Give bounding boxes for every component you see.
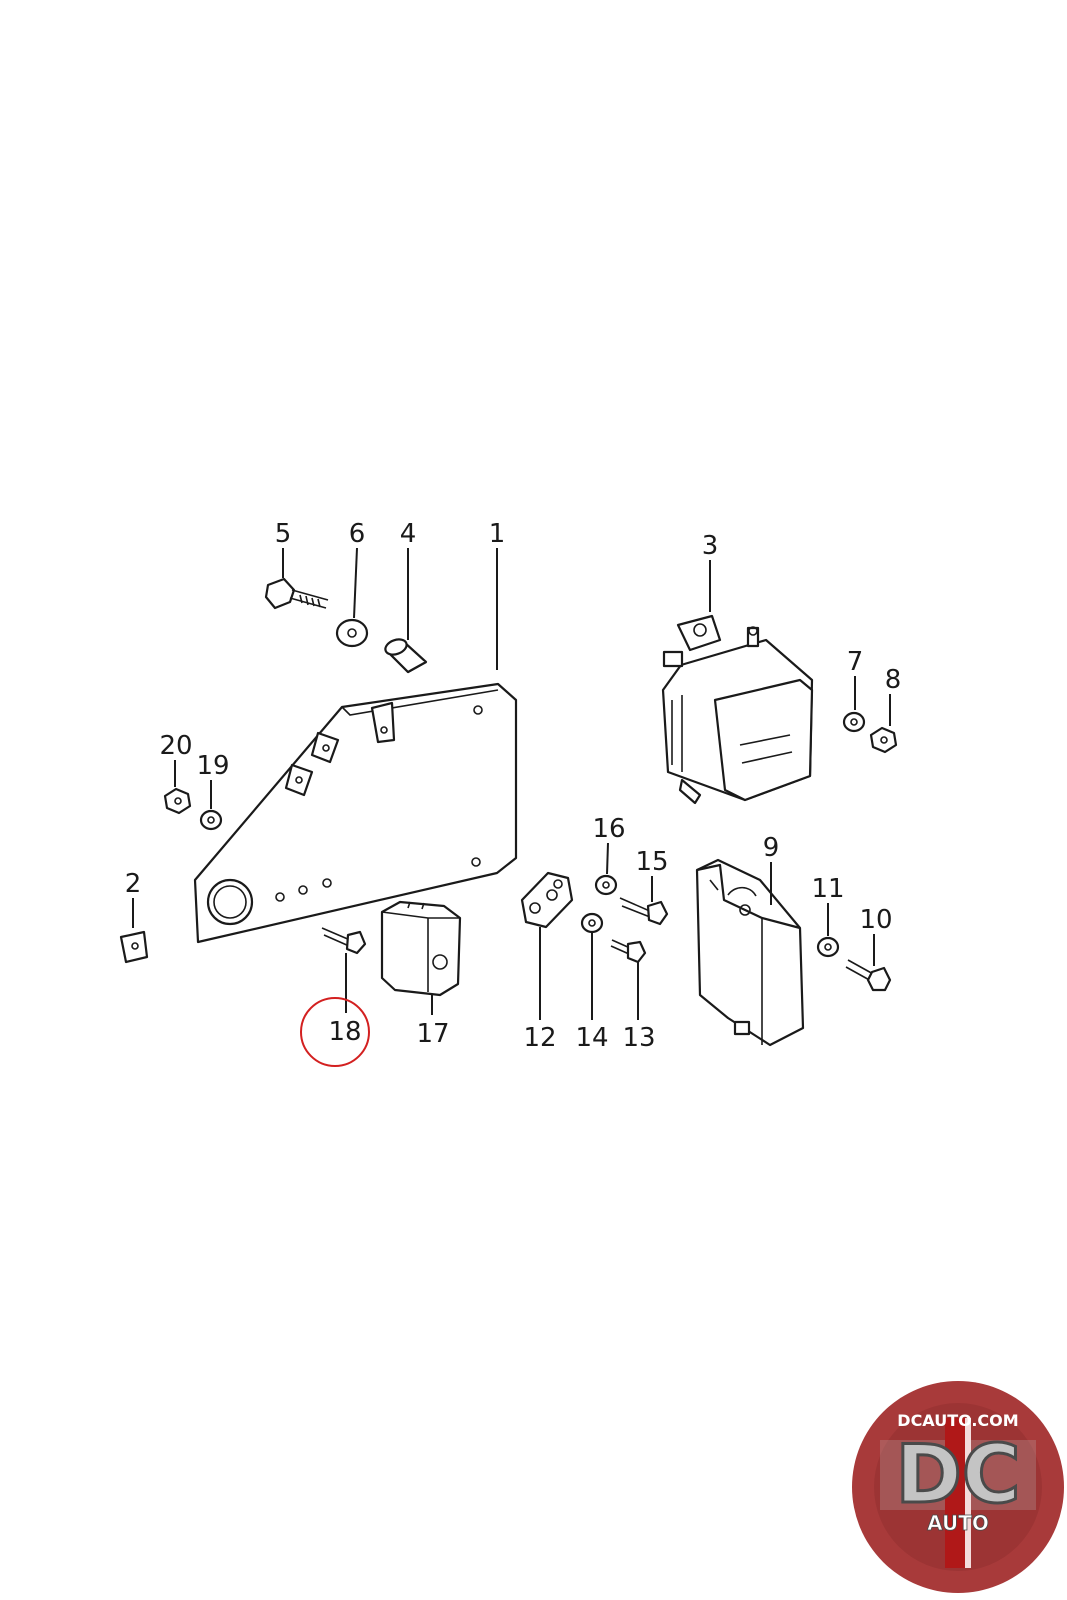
callout-13: 13 xyxy=(622,1023,655,1053)
part-2-clip-nut xyxy=(119,930,149,964)
leader-lines xyxy=(132,547,891,1020)
part-19-washer xyxy=(199,809,223,831)
highlight-circle xyxy=(300,997,370,1067)
callout-5: 5 xyxy=(275,519,292,549)
part-14-washer xyxy=(580,912,604,934)
part-13-screw xyxy=(610,939,647,964)
callout-15: 15 xyxy=(635,847,668,877)
part-3-regulator xyxy=(661,614,814,805)
part-12-rubber-mount xyxy=(520,871,574,929)
part-16-washer xyxy=(594,874,618,896)
callout-17: 17 xyxy=(416,1019,449,1049)
callout-9: 9 xyxy=(763,833,780,863)
callout-18: 18 xyxy=(328,1017,361,1047)
callout-19: 19 xyxy=(196,751,229,781)
logo-sub-text: AUTO xyxy=(927,1511,989,1535)
callout-20: 20 xyxy=(159,731,192,761)
callout-6: 6 xyxy=(349,519,366,549)
part-8-nut xyxy=(869,726,898,754)
part-15-screw xyxy=(619,897,669,926)
callout-12: 12 xyxy=(523,1023,556,1053)
callout-2: 2 xyxy=(125,869,142,899)
callout-numbers: 1 2 3 4 5 6 7 8 9 10 11 12 13 14 15 16 1… xyxy=(125,519,902,1053)
callout-14: 14 xyxy=(575,1023,608,1053)
callout-11: 11 xyxy=(811,874,844,904)
callout-7: 7 xyxy=(847,647,864,677)
callout-3: 3 xyxy=(702,531,719,561)
part-10-bolt xyxy=(845,959,892,992)
part-20-nut xyxy=(163,787,192,815)
part-1-mounting-plate xyxy=(193,682,518,944)
part-17-junction-block xyxy=(380,900,462,997)
callout-4: 4 xyxy=(400,519,417,549)
part-5-hex-bolt xyxy=(264,577,329,610)
part-7-washer xyxy=(842,711,866,733)
part-4-spacer-sleeve xyxy=(384,638,428,674)
callout-10: 10 xyxy=(859,905,892,935)
callout-1: 1 xyxy=(489,519,506,549)
dcauto-logo: DCAUTO.COM DC AUTO xyxy=(852,1381,1064,1593)
part-6-washer xyxy=(335,618,369,648)
callout-8: 8 xyxy=(885,665,902,695)
part-9-control-unit xyxy=(695,858,805,1047)
part-11-washer xyxy=(816,936,840,958)
logo-top-text: DCAUTO.COM xyxy=(897,1411,1018,1430)
logo-main-text: DC xyxy=(895,1428,1020,1521)
callout-16: 16 xyxy=(592,814,625,844)
part-18-screw xyxy=(321,927,367,955)
